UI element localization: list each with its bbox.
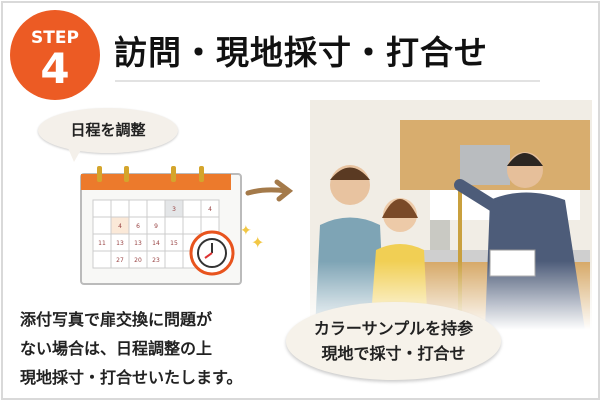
calendar-date: 20 (134, 257, 142, 264)
calendar-cell (92, 216, 112, 235)
description-text: 添付写真で扉交換に問題が ない場合は、日程調整の上 現地採寸・打合せいたします。 (20, 305, 242, 392)
calendar-date: 27 (116, 257, 124, 264)
calendar-date: 23 (152, 257, 160, 264)
title-divider (115, 80, 540, 82)
schedule-speech-bubble: 日程を調整 (38, 108, 178, 153)
calendar-date: 4 (208, 206, 212, 213)
calendar-cell (92, 199, 112, 218)
calendar-date: 14 (152, 240, 160, 247)
speech-bubble-tail (68, 148, 82, 162)
calendar-cell (182, 199, 202, 218)
calendar-date: 4 (118, 223, 122, 230)
calendar-cell (110, 199, 130, 218)
calendar-cell (164, 216, 184, 235)
calendar-date: 13 (134, 240, 142, 247)
step-number: 4 (40, 44, 70, 93)
calendar-date: 9 (154, 223, 158, 230)
calendar-date: 15 (170, 240, 178, 247)
sparkle-icon: ✦ (240, 223, 252, 239)
description-line: ない場合は、日程調整の上 (20, 339, 213, 358)
sample-speech-bubble: カラーサンプルを持参 現地で採寸・打合せ (286, 302, 501, 380)
calendar-cell (146, 199, 166, 218)
calendar-cell (164, 250, 184, 269)
calendar-cell (128, 199, 148, 218)
calendar-date: 11 (98, 240, 106, 247)
calendar-cell (92, 250, 112, 269)
svg-text:✦: ✦ (251, 233, 264, 252)
calendar-illustration: 3 4 4 6 9 11 13 13 14 15 27 20 23 ✦ ✦ (80, 166, 264, 285)
calendar-cell (182, 216, 202, 235)
arrow-icon (245, 179, 294, 202)
kitchen-consultation-illustration (310, 100, 592, 330)
calendar-date: 13 (116, 240, 124, 247)
calendar-date: 6 (136, 223, 140, 230)
description-line: 現地採寸・打合せいたします。 (20, 368, 243, 387)
sample-bubble-line: カラーサンプルを持参 (313, 319, 474, 338)
step-badge: STEP 4 (10, 10, 100, 100)
page-title: 訪問・現地採寸・打合せ (114, 33, 488, 72)
description-line: 添付写真で扉交換に問題が (20, 310, 213, 329)
step-label: STEP (31, 28, 79, 48)
sample-bubble-line: 現地で採寸・打合せ (321, 344, 466, 363)
calendar-date: 3 (172, 206, 176, 213)
